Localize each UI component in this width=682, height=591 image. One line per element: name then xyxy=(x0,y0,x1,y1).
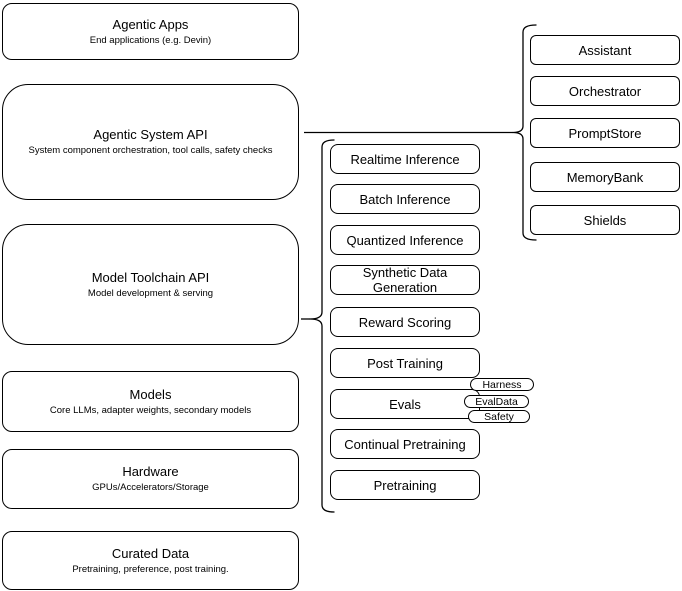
layer-title: Models xyxy=(129,386,172,402)
layer-box-models: Models Core LLMs, adapter weights, secon… xyxy=(2,371,299,432)
layer-box-curated-data: Curated Data Pretraining, preference, po… xyxy=(2,531,299,590)
toolchain-box-continual-pretraining: Continual Pretraining xyxy=(330,429,480,459)
toolchain-box-quantized-inference: Quantized Inference xyxy=(330,225,480,255)
layer-subtitle: GPUs/Accelerators/Storage xyxy=(92,482,209,493)
component-box-assistant: Assistant xyxy=(530,35,680,65)
toolchain-box-synthetic-data-generation: Synthetic Data Generation xyxy=(330,265,480,295)
component-box-shields: Shields xyxy=(530,205,680,235)
layer-title: Curated Data xyxy=(111,545,190,561)
layer-title: Model Toolchain API xyxy=(91,269,210,285)
layer-title: Agentic Apps xyxy=(112,16,189,32)
layer-box-agentic-system-api: Agentic System API System component orch… xyxy=(2,84,299,200)
eval-tag-harness: Harness xyxy=(470,378,534,391)
layer-box-hardware: Hardware GPUs/Accelerators/Storage xyxy=(2,449,299,509)
eval-tag-safety: Safety xyxy=(468,410,530,423)
toolchain-box-pretraining: Pretraining xyxy=(330,470,480,500)
layer-subtitle: End applications (e.g. Devin) xyxy=(89,34,212,46)
layer-subtitle: System component orchestration, tool cal… xyxy=(28,145,273,156)
components-brace xyxy=(512,24,537,241)
layer-title: Agentic System API xyxy=(93,127,208,142)
component-box-memorybank: MemoryBank xyxy=(530,162,680,192)
eval-tag-evaldata: EvalData xyxy=(464,395,529,408)
component-box-orchestrator: Orchestrator xyxy=(530,76,680,106)
toolchain-box-reward-scoring: Reward Scoring xyxy=(330,307,480,337)
layer-subtitle: Core LLMs, adapter weights, secondary mo… xyxy=(49,404,252,416)
layer-subtitle: Model development & serving xyxy=(87,287,214,299)
layer-subtitle: Pretraining, preference, post training. xyxy=(72,563,229,575)
component-box-promptstore: PromptStore xyxy=(530,118,680,148)
layer-box-model-toolchain-api: Model Toolchain API Model development & … xyxy=(2,224,299,345)
toolchain-box-batch-inference: Batch Inference xyxy=(330,184,480,214)
layer-box-agentic-apps: Agentic Apps End applications (e.g. Devi… xyxy=(2,3,299,60)
toolchain-box-post-training: Post Training xyxy=(330,348,480,378)
toolchain-brace xyxy=(309,139,335,513)
layer-title: Hardware xyxy=(122,464,179,479)
toolchain-box-realtime-inference: Realtime Inference xyxy=(330,144,480,174)
toolchain-box-evals: Evals xyxy=(330,389,480,419)
